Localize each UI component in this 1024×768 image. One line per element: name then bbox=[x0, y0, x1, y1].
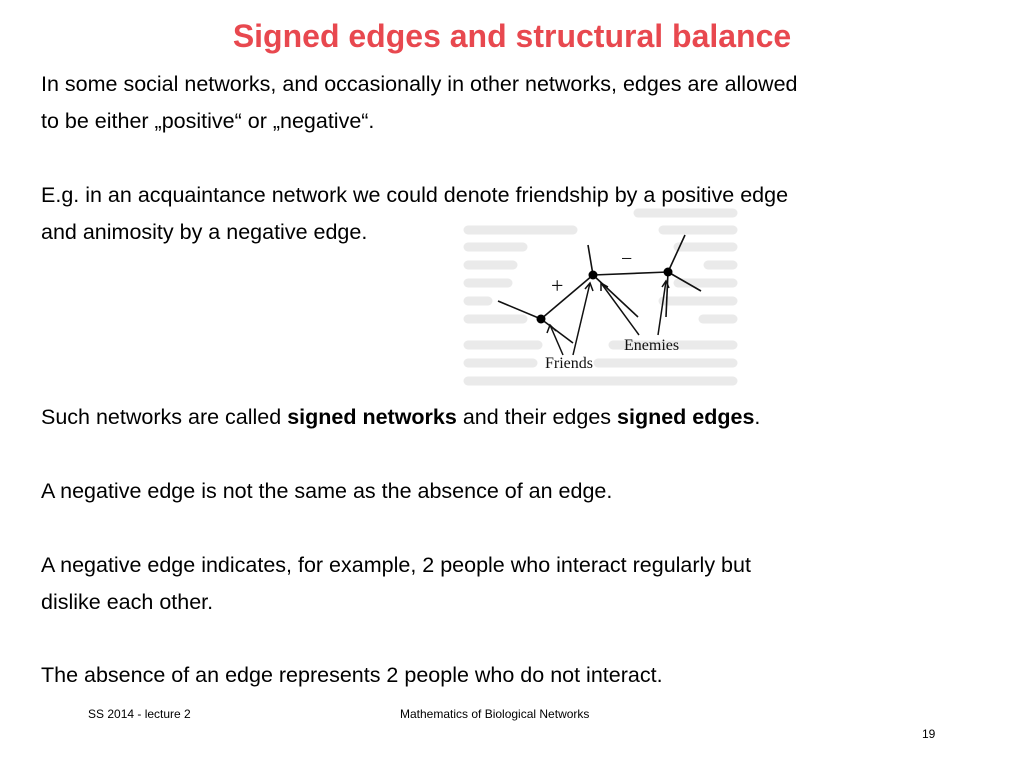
diagram-svg: + − Friends Enemies bbox=[463, 208, 738, 386]
bold-term-signed-edges: signed edges bbox=[617, 405, 755, 429]
enemies-label: Enemies bbox=[624, 337, 679, 354]
bold-term-signed-networks: signed networks bbox=[287, 405, 457, 429]
friends-label: Friends bbox=[545, 355, 593, 372]
paragraph-example: E.g. in an acquaintance network we could… bbox=[41, 177, 788, 251]
text-run: and their edges bbox=[456, 405, 618, 429]
network-node bbox=[536, 314, 546, 324]
network-node bbox=[663, 267, 673, 277]
signed-network-diagram: + − Friends Enemies bbox=[463, 205, 739, 393]
text-run: Such networks are called bbox=[41, 405, 288, 429]
paragraph-line: to be either „positive“ or „negative“. bbox=[41, 109, 375, 133]
paragraph-line: Such networks are called signed networks… bbox=[41, 399, 760, 436]
page-number: 19 bbox=[922, 727, 936, 741]
footer-lecture-title: Mathematics of Biological Networks bbox=[400, 707, 590, 721]
paragraph-line: dislike each other. bbox=[41, 590, 214, 614]
faded-background-text bbox=[463, 208, 738, 386]
network-node bbox=[588, 270, 598, 280]
paragraph-line: A negative edge indicates, for example, … bbox=[41, 553, 751, 577]
slide-title: Signed edges and structural balance bbox=[232, 18, 792, 54]
paragraph-line: The absence of an edge represents 2 peop… bbox=[41, 663, 663, 687]
text-run: . bbox=[754, 405, 761, 429]
paragraph-negative-vs-absence: A negative edge is not the same as the a… bbox=[41, 473, 612, 510]
network-nodes bbox=[536, 267, 673, 324]
paragraph-signed-intro: In some social networks, and occasionall… bbox=[41, 66, 797, 140]
network-edges bbox=[497, 234, 702, 344]
paragraph-negative-meaning: A negative edge indicates, for example, … bbox=[41, 547, 751, 621]
paragraph-line: In some social networks, and occasionall… bbox=[41, 72, 798, 96]
paragraph-absence-meaning: The absence of an edge represents 2 peop… bbox=[41, 657, 663, 694]
paragraph-line: E.g. in an acquaintance network we could… bbox=[41, 183, 789, 207]
paragraph-signed-networks: Such networks are called signed networks… bbox=[41, 399, 760, 436]
paragraph-line: and animosity by a negative edge. bbox=[41, 220, 368, 244]
negative-sign-label: − bbox=[621, 248, 632, 270]
positive-sign-label: + bbox=[551, 273, 563, 298]
footer-course: SS 2014 - lecture 2 bbox=[88, 707, 191, 721]
paragraph-line: A negative edge is not the same as the a… bbox=[41, 479, 613, 503]
annotation-arrows bbox=[546, 279, 670, 356]
